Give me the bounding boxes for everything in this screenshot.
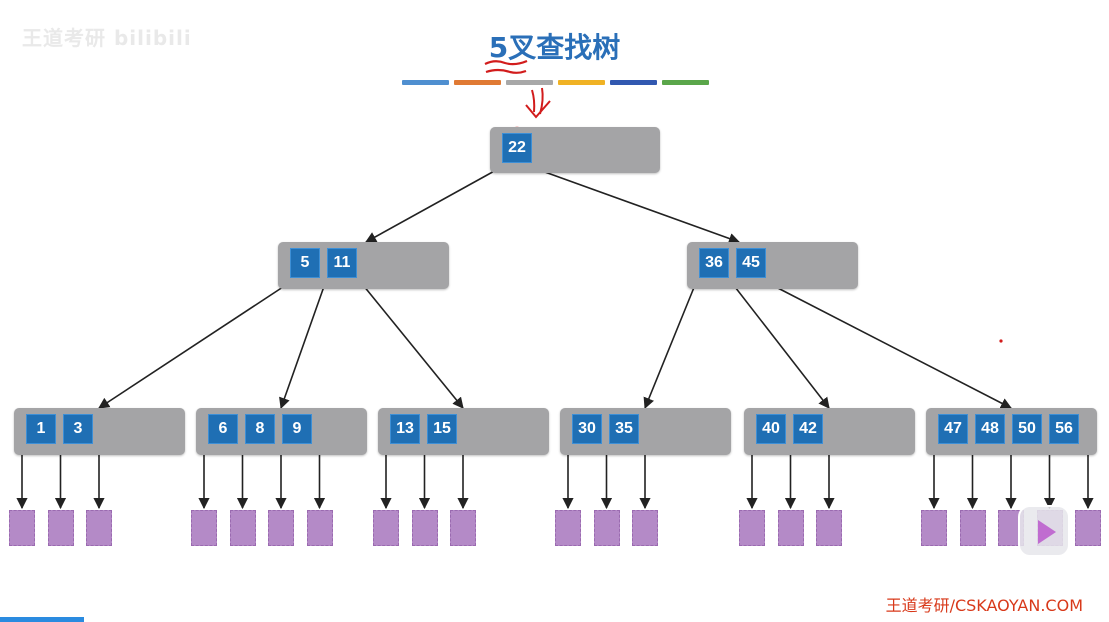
failure-leaf — [739, 510, 765, 546]
key-cell: 3 — [63, 414, 93, 444]
key-cell: 13 — [390, 414, 420, 444]
failure-leaf — [632, 510, 658, 546]
failure-leaf — [373, 510, 399, 546]
key-cell: 47 — [938, 414, 968, 444]
color-swatch-bar — [402, 80, 709, 85]
key-cell: 22 — [502, 133, 532, 163]
failure-leaf — [555, 510, 581, 546]
red-annotation — [484, 59, 1003, 343]
edge-line — [536, 168, 741, 244]
key-cell: 35 — [609, 414, 639, 444]
key-cell: 8 — [245, 414, 275, 444]
failure-leaf — [191, 510, 217, 546]
edge-line — [362, 284, 464, 409]
failure-leaf — [268, 510, 294, 546]
key-cell: 56 — [1049, 414, 1079, 444]
failure-leaf — [921, 510, 947, 546]
edge-line — [279, 284, 326, 410]
failure-leaf — [229, 510, 256, 546]
failure-leaf — [450, 510, 476, 546]
failure-leaf — [816, 510, 842, 546]
key-cell: 5 — [290, 248, 320, 278]
color-swatch — [610, 80, 657, 85]
credit-text: 王道考研/CSKAOYAN.COM — [885, 596, 1083, 615]
color-swatch — [506, 80, 553, 85]
failure-leaf — [411, 510, 438, 546]
key-cell: 6 — [208, 414, 238, 444]
key-cell: 40 — [756, 414, 786, 444]
key-cell: 42 — [793, 414, 823, 444]
root-node: 22 — [490, 127, 660, 173]
key-cell: 11 — [327, 248, 357, 278]
key-cell: 45 — [736, 248, 766, 278]
key-cell: 30 — [572, 414, 602, 444]
color-swatch — [402, 80, 449, 85]
watermark: 王道考研 bilibili — [22, 26, 192, 50]
failure-leaf — [86, 510, 112, 546]
play-button[interactable] — [1018, 505, 1070, 557]
play-icon — [1038, 520, 1056, 544]
key-cell: 9 — [282, 414, 312, 444]
progress-strip — [0, 617, 84, 622]
failure-leaf — [9, 510, 35, 546]
failure-leaf — [777, 510, 804, 546]
failure-leaf — [959, 510, 986, 546]
key-cell: 15 — [427, 414, 457, 444]
edge-line — [365, 168, 499, 243]
color-swatch — [454, 80, 501, 85]
failure-leaf — [306, 510, 333, 546]
page-title: 5叉查找树 — [488, 31, 621, 64]
edge-line — [98, 284, 287, 409]
edge-line — [771, 284, 1012, 409]
key-cell: 36 — [699, 248, 729, 278]
color-swatch — [662, 80, 709, 85]
edge-line — [732, 284, 830, 409]
edge-line — [643, 284, 696, 410]
failure-leaf — [1075, 510, 1101, 546]
edges — [16, 166, 1094, 510]
key-cell: 48 — [975, 414, 1005, 444]
failure-leaf — [593, 510, 620, 546]
key-cell: 1 — [26, 414, 56, 444]
color-swatch — [558, 80, 605, 85]
key-cell: 50 — [1012, 414, 1042, 444]
failure-leaf — [47, 510, 74, 546]
